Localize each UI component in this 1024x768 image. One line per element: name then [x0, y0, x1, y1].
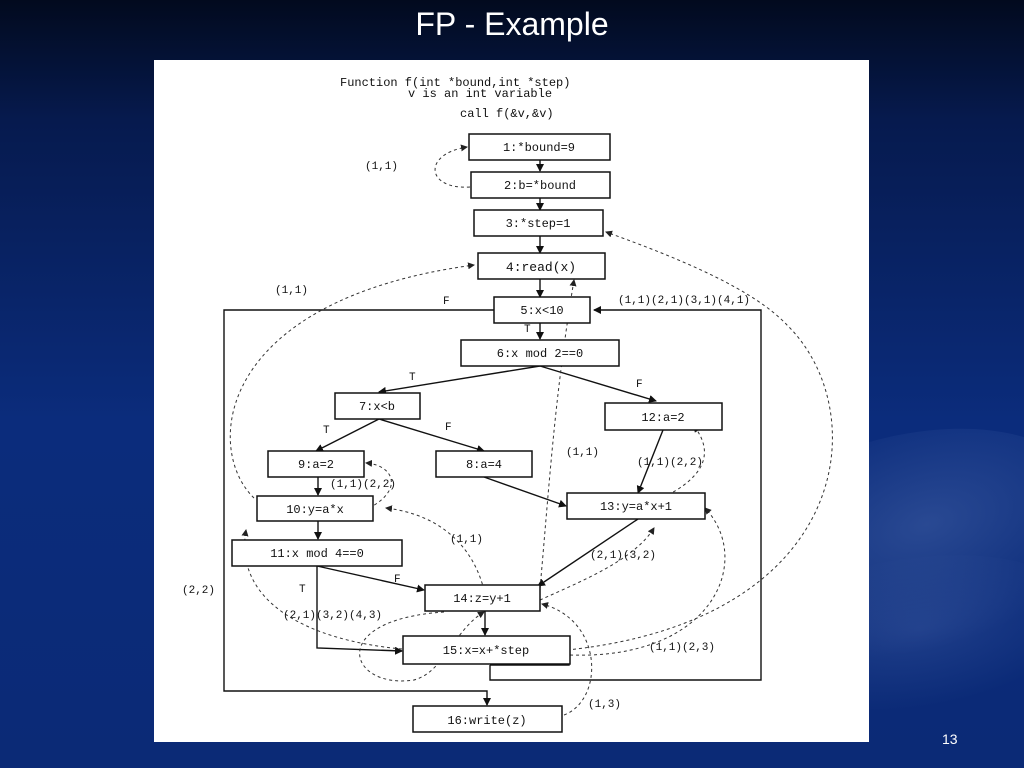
dep-label-10: (2,1)(3,2)(4,3)	[283, 610, 382, 622]
dep-label-2: (1,1)	[275, 285, 308, 297]
node-14-label: 14:z=y+1	[453, 592, 511, 606]
edge-7-9	[315, 418, 380, 452]
dep-label-6: (1,1)(2,2)	[330, 479, 396, 491]
dep-arc-10-4	[229, 262, 475, 499]
node-1: 1:*bound=9	[468, 133, 611, 161]
branch-labels: T F T F T F T F	[299, 296, 643, 596]
dep-arc-15-11	[241, 529, 403, 650]
node-2: 2:b=*bound	[470, 171, 611, 199]
node-5: 5:x<10	[493, 296, 591, 324]
edge-loop-5	[489, 306, 762, 681]
node-11-label: 11:x mod 4==0	[270, 547, 364, 561]
control-flow-edges	[223, 160, 762, 706]
edge-8-13	[483, 476, 567, 508]
flow-graph: Function f(int *bound,int *step) v is an…	[182, 76, 833, 733]
node-1-label: 1:*bound=9	[503, 141, 575, 155]
dep-label-8: (2,1)(3,2)	[590, 550, 656, 562]
node-10-label: 10:y=a*x	[286, 503, 344, 517]
edge-13-14	[537, 518, 639, 587]
node-7-label: 7:x<b	[359, 400, 395, 414]
dep-arc-15-14	[359, 611, 485, 682]
node-3-label: 3:*step=1	[506, 217, 571, 231]
node-5-label: 5:x<10	[520, 304, 563, 318]
branch-f-6: F	[636, 379, 643, 391]
node-14: 14:z=y+1	[424, 584, 541, 612]
dep-label-11: (1,1)(2,3)	[649, 642, 715, 654]
dep-arc-15-3	[566, 230, 833, 651]
node-16: 16:write(z)	[412, 705, 563, 733]
branch-t-6: T	[409, 372, 416, 384]
dep-label-3: (1,1)(2,1)(3,1)(4,1)	[618, 295, 750, 307]
branch-t-7: T	[323, 425, 330, 437]
node-2-label: 2:b=*bound	[504, 179, 576, 193]
node-13: 13:y=a*x+1	[566, 492, 706, 520]
dep-arc-14-10	[385, 505, 485, 591]
node-10: 10:y=a*x	[256, 495, 374, 522]
edge-11-15	[316, 566, 403, 655]
node-13-label: 13:y=a*x+1	[600, 500, 672, 514]
node-16-label: 16:write(z)	[447, 714, 526, 728]
edge-7-8	[378, 418, 485, 453]
slide-number: 13	[942, 731, 958, 747]
dependence-labels: (1,1) (1,1) (1,1)(2,1)(3,1)(4,1) (1,1) (…	[182, 161, 750, 711]
branch-f-7: F	[445, 422, 452, 434]
edge-6-12	[539, 365, 657, 403]
header-line-2: v is an int variable	[408, 87, 552, 101]
dep-label-1: (1,1)	[365, 161, 398, 173]
dep-label-4: (1,1)	[566, 447, 599, 459]
node-9: 9:a=2	[267, 450, 365, 478]
branch-t-5: T	[524, 324, 531, 336]
node-12-label: 12:a=2	[641, 411, 684, 425]
dep-label-7: (1,1)	[450, 534, 483, 546]
node-6-label: 6:x mod 2==0	[497, 347, 583, 361]
header-line-3: call f(&v,&v)	[460, 107, 554, 121]
dep-arc-15-13	[569, 507, 726, 656]
node-7: 7:x<b	[334, 392, 421, 420]
edge-12-13	[636, 429, 664, 494]
dep-label-12: (1,3)	[588, 699, 621, 711]
dep-arc-14-13	[539, 527, 655, 601]
node-4: 4:read(x)	[477, 252, 606, 280]
branch-f-5: F	[443, 296, 450, 308]
dep-arc-10-9	[365, 459, 392, 509]
node-4-label: 4:read(x)	[506, 260, 576, 275]
edge-11-14	[316, 565, 425, 593]
node-6: 6:x mod 2==0	[460, 339, 620, 367]
node-9-label: 9:a=2	[298, 458, 334, 472]
node-8: 8:a=4	[435, 450, 533, 478]
dep-label-5: (1,1)(2,2)	[637, 457, 703, 469]
dependence-arcs	[229, 144, 833, 716]
dep-arc-14-4	[538, 279, 577, 601]
node-12: 12:a=2	[604, 402, 723, 431]
flow-graph-figure: Function f(int *bound,int *step) v is an…	[154, 60, 869, 742]
header-line-1: Function f(int *bound,int *step)	[340, 76, 570, 90]
slide-title: FP - Example	[415, 6, 609, 42]
node-11: 11:x mod 4==0	[231, 539, 403, 567]
node-8-label: 8:a=4	[466, 458, 502, 472]
edge-5-false-16	[223, 309, 494, 706]
branch-t-11: T	[299, 584, 306, 596]
node-15-label: 15:x=x+*step	[443, 644, 529, 658]
dep-arc-16-14	[541, 602, 593, 716]
node-3: 3:*step=1	[473, 209, 604, 237]
edge-6-7	[378, 365, 541, 395]
branch-f-11: F	[394, 574, 401, 586]
dep-label-9: (2,2)	[182, 585, 215, 597]
node-15: 15:x=x+*step	[402, 635, 571, 665]
dep-arc-2-1	[434, 144, 471, 188]
